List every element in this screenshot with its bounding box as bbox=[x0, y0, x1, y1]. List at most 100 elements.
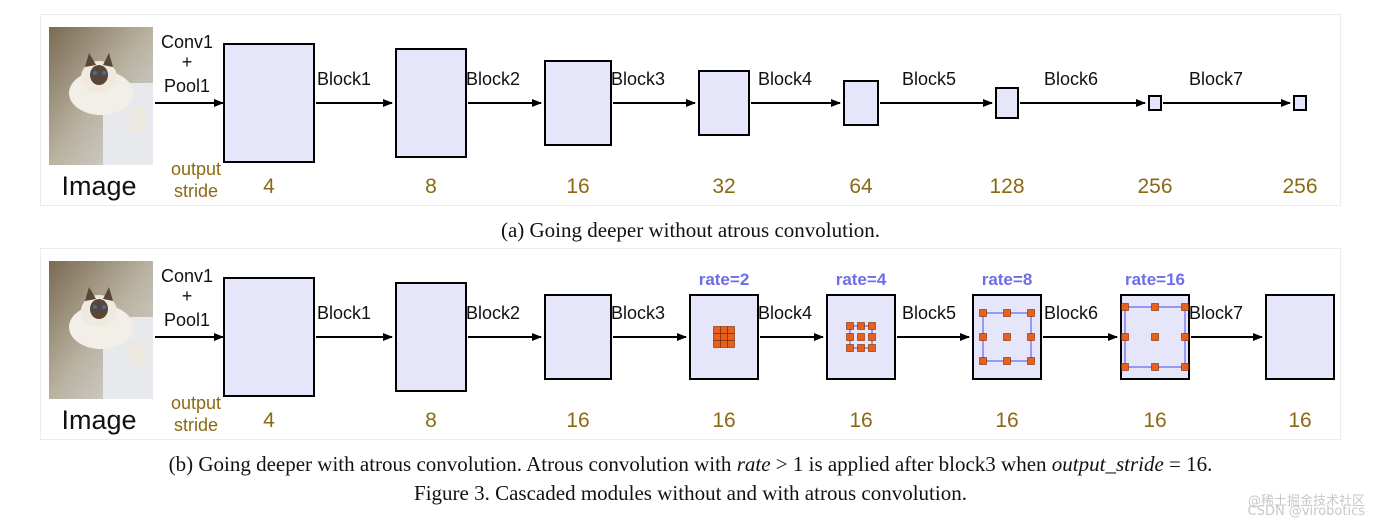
output-stride-value-5: 64 bbox=[849, 175, 873, 198]
rate-label-4: rate=16 bbox=[1125, 270, 1185, 289]
block4-label: Block4 bbox=[758, 303, 812, 323]
output-stride-value-4: 32 bbox=[712, 175, 735, 198]
figure-title: Figure 3. Cascaded modules without and w… bbox=[414, 481, 967, 505]
feature-map-1 bbox=[223, 277, 315, 397]
block5-label: Block5 bbox=[902, 303, 956, 323]
kernel-tap-1-8 bbox=[720, 340, 728, 348]
output-stride-value-5: 16 bbox=[849, 409, 872, 432]
kernel-tap-4-6 bbox=[1181, 333, 1189, 341]
caption-b: (b) Going deeper with atrous convolution… bbox=[0, 452, 1381, 477]
kernel-tap-4-8 bbox=[1151, 363, 1159, 371]
stride-label: stride bbox=[174, 415, 218, 435]
panel-a-without-atrous: Image Conv1 + Pool1 output stride 4 8 16 32… bbox=[40, 14, 1341, 206]
kernel-tap-2-6 bbox=[868, 333, 876, 341]
feature-map-7 bbox=[1148, 95, 1162, 111]
kernel-tap-3-2 bbox=[1003, 309, 1011, 317]
output-stride-value-7: 16 bbox=[1143, 409, 1166, 432]
image-label: Image bbox=[61, 405, 136, 435]
output-stride-value-7: 256 bbox=[1137, 175, 1172, 198]
block3-label: Block3 bbox=[611, 303, 665, 323]
watermark-csdn: CSDN @virobotics bbox=[1247, 504, 1365, 519]
watermark-juejin: @稀土掘金技术社区 bbox=[1247, 494, 1365, 509]
output-stride-value-8: 16 bbox=[1288, 409, 1311, 432]
kernel-tap-4-7 bbox=[1121, 363, 1129, 371]
feature-map-3 bbox=[544, 60, 612, 146]
feature-map-2 bbox=[395, 48, 467, 158]
kernel-tap-1-7 bbox=[713, 340, 721, 348]
feature-map-6 bbox=[995, 87, 1019, 119]
output-stride-value-2: 8 bbox=[425, 409, 437, 432]
kernel-tap-3-8 bbox=[1003, 357, 1011, 365]
block1-label: Block1 bbox=[317, 303, 371, 323]
cat-image bbox=[49, 27, 153, 165]
conv1-label: Conv1 bbox=[161, 32, 213, 52]
block2-label: Block2 bbox=[466, 303, 520, 323]
caption-b-part1: (b) Going deeper with atrous convolution… bbox=[168, 452, 737, 476]
kernel-tap-3-5 bbox=[1003, 333, 1011, 341]
cat-image bbox=[49, 261, 153, 399]
kernel-tap-2-2 bbox=[857, 322, 865, 330]
kernel-tap-2-9 bbox=[868, 344, 876, 352]
block6-label: Block6 bbox=[1044, 303, 1098, 323]
kernel-tap-4-1 bbox=[1121, 303, 1129, 311]
output-stride-value-1: 4 bbox=[263, 175, 275, 198]
feature-map-1 bbox=[223, 43, 315, 163]
kernel-tap-3-3 bbox=[1027, 309, 1035, 317]
kernel-tap-2-7 bbox=[846, 344, 854, 352]
image-label: Image bbox=[61, 171, 136, 201]
feature-map-4 bbox=[698, 70, 750, 136]
block1-label: Block1 bbox=[317, 69, 371, 89]
kernel-tap-2-8 bbox=[857, 344, 865, 352]
stride-label: stride bbox=[174, 181, 218, 201]
plus-label: + bbox=[182, 52, 193, 72]
kernel-tap-1-6 bbox=[727, 333, 735, 341]
caption-a: (a) Going deeper without atrous convolut… bbox=[500, 218, 881, 242]
output-label: output bbox=[171, 159, 221, 179]
pool1-label: Pool1 bbox=[164, 76, 210, 96]
pool1-label: Pool1 bbox=[164, 310, 210, 330]
output-label: output bbox=[171, 393, 221, 413]
feature-map-8 bbox=[1293, 95, 1307, 111]
block7-label: Block7 bbox=[1189, 303, 1243, 323]
kernel-tap-1-9 bbox=[727, 340, 735, 348]
kernel-tap-2-5 bbox=[857, 333, 865, 341]
block6-label: Block6 bbox=[1044, 69, 1098, 89]
kernel-tap-3-4 bbox=[979, 333, 987, 341]
kernel-tap-1-2 bbox=[720, 326, 728, 334]
caption-b-part2: > 1 is applied after block3 when bbox=[770, 452, 1052, 476]
rate-label-2: rate=4 bbox=[836, 270, 887, 289]
output-stride-value-8: 256 bbox=[1282, 175, 1317, 198]
kernel-tap-2-3 bbox=[868, 322, 876, 330]
block7-label: Block7 bbox=[1189, 69, 1243, 89]
caption-b-math-output-stride: output_stride bbox=[1051, 452, 1164, 476]
output-stride-value-4: 16 bbox=[712, 409, 735, 432]
kernel-tap-4-4 bbox=[1121, 333, 1129, 341]
block4-label: Block4 bbox=[758, 69, 812, 89]
kernel-tap-1-1 bbox=[713, 326, 721, 334]
block3-label: Block3 bbox=[611, 69, 665, 89]
feature-map-8 bbox=[1265, 294, 1335, 380]
kernel-tap-4-3 bbox=[1181, 303, 1189, 311]
conv1-label: Conv1 bbox=[161, 266, 213, 286]
kernel-tap-3-6 bbox=[1027, 333, 1035, 341]
kernel-tap-3-9 bbox=[1027, 357, 1035, 365]
feature-map-3 bbox=[544, 294, 612, 380]
kernel-tap-3-7 bbox=[979, 357, 987, 365]
caption-b-math-rate: rate bbox=[736, 452, 771, 476]
output-stride-value-6: 128 bbox=[989, 175, 1024, 198]
output-stride-value-1: 4 bbox=[263, 409, 275, 432]
kernel-tap-3-1 bbox=[979, 309, 987, 317]
output-stride-value-3: 16 bbox=[566, 175, 589, 198]
output-stride-value-6: 16 bbox=[995, 409, 1018, 432]
kernel-tap-4-9 bbox=[1181, 363, 1189, 371]
block5-label: Block5 bbox=[902, 69, 956, 89]
caption-b-part3: = 16. bbox=[1163, 452, 1213, 476]
kernel-tap-1-3 bbox=[727, 326, 735, 334]
rate-label-1: rate=2 bbox=[699, 270, 750, 289]
output-stride-value-2: 8 bbox=[425, 175, 437, 198]
kernel-tap-4-5 bbox=[1151, 333, 1159, 341]
